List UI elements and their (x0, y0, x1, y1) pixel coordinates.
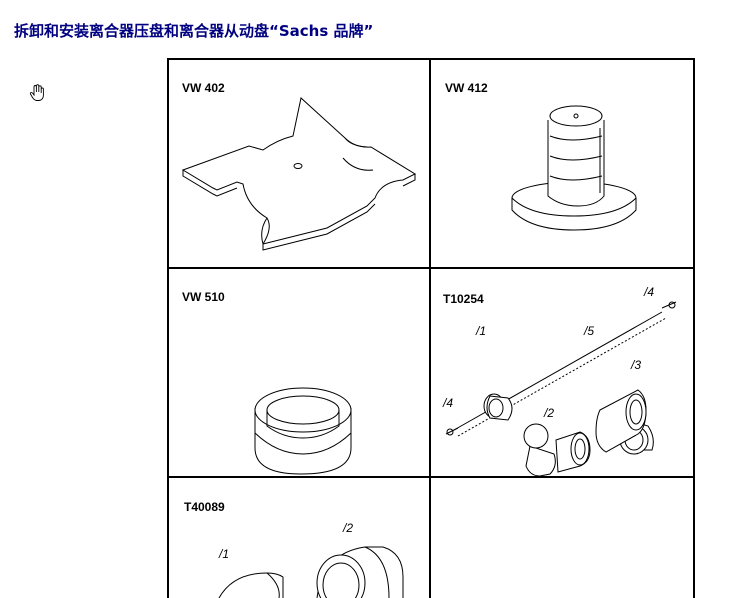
part-label: /5 (584, 324, 595, 338)
part-label: /1 (219, 547, 230, 561)
plate-drawing (181, 97, 417, 251)
part-label: /1 (476, 324, 487, 338)
tool-code: T10254 (443, 292, 484, 306)
tool-code: VW 412 (445, 81, 488, 95)
tool-cell-t10254: T10254 /4 /1 /5 /3 /4 /2 (430, 268, 694, 477)
part-label: /4 (644, 285, 655, 299)
tool-cell-vw510: VW 510 (167, 268, 430, 477)
tool-cell-vw412: VW 412 (430, 58, 694, 268)
ring-drawing (254, 387, 352, 475)
tool-cell-empty (430, 477, 694, 598)
page-title: 拆卸和安装离合器压盘和离合器从动盘“Sachs 品牌” (14, 22, 374, 40)
press-piece-drawing (511, 105, 637, 231)
tool-table-grid (167, 58, 695, 598)
part-label: /4 (443, 396, 454, 410)
tool-code: VW 402 (182, 81, 225, 95)
tool-code: T40089 (184, 500, 225, 514)
hand-pointer-icon (29, 84, 44, 101)
sleeves-drawing (523, 389, 647, 477)
tool-cell-vw402: VW 402 (167, 58, 430, 268)
adapter-set-drawing (218, 546, 404, 598)
part-label: /2 (343, 521, 354, 535)
tool-cell-t40089: T40089 /2 /1 (167, 477, 430, 598)
part-label: /3 (631, 358, 642, 372)
part-label: /2 (544, 406, 555, 420)
tool-table: VW 402 VW 412 VW 510 (167, 58, 695, 598)
tool-code: VW 510 (182, 290, 225, 304)
